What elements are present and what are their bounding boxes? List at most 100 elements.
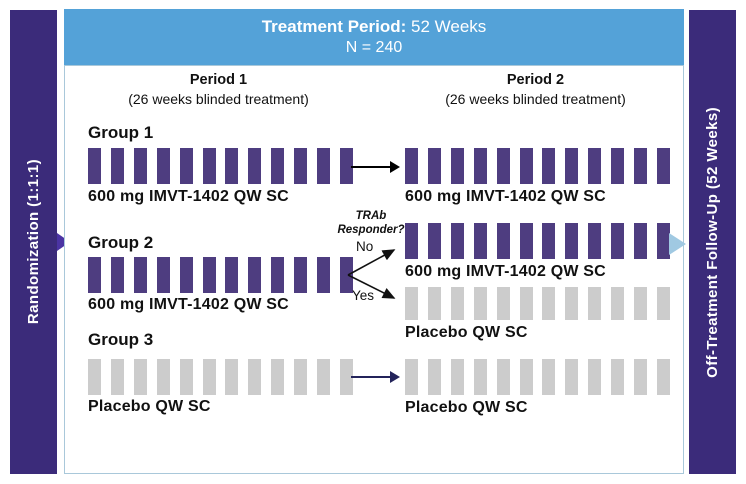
dose-bar <box>271 359 285 395</box>
dose-bar <box>317 359 331 395</box>
dose-bar <box>294 257 308 293</box>
dose-bar <box>450 287 464 320</box>
dose-bar <box>473 148 487 184</box>
dose-bar <box>271 148 285 184</box>
dose-bar <box>565 223 579 259</box>
dose-bar <box>405 287 418 320</box>
dose-bar <box>656 148 670 184</box>
group-1-continuation-arrow-icon <box>351 161 400 173</box>
dose-bar <box>634 287 648 320</box>
dose-bar <box>179 148 193 184</box>
dose-bar <box>405 223 418 259</box>
randomization-label: Randomization (1:1:1) <box>25 159 42 325</box>
dose-bar <box>88 257 101 293</box>
dose-bar <box>248 359 262 395</box>
dose-bar <box>634 148 648 184</box>
dose-bar <box>427 287 441 320</box>
trab-yes-label: Yes <box>352 288 375 303</box>
dose-bar <box>496 287 510 320</box>
dose-bar <box>405 148 418 184</box>
trab-no-label: No <box>356 239 374 254</box>
dose-bar <box>156 148 170 184</box>
dose-bar <box>202 257 216 293</box>
dose-bar <box>294 359 308 395</box>
dose-bar <box>611 148 625 184</box>
group-3-period-1-bars <box>88 359 353 395</box>
followup-label: Off-Treatment Follow-Up (52 Weeks) <box>704 106 721 378</box>
dose-bar <box>156 257 170 293</box>
group-2-period-1-label: 600 mg IMVT-1402 QW SC <box>88 296 289 313</box>
group-2-period-2-drug-label: 600 mg IMVT-1402 QW SC <box>405 263 606 280</box>
dose-bar <box>611 359 625 395</box>
dose-bar <box>427 359 441 395</box>
dose-bar <box>519 359 533 395</box>
dose-bar <box>496 223 510 259</box>
dose-bar <box>427 148 441 184</box>
dose-bar <box>450 148 464 184</box>
dose-bar <box>339 359 353 395</box>
dose-bar <box>611 223 625 259</box>
dose-bar <box>110 257 124 293</box>
dose-bar <box>519 148 533 184</box>
dose-bar <box>588 359 602 395</box>
dose-bar <box>202 359 216 395</box>
group-2-heading: Group 2 <box>88 233 154 252</box>
dose-bar <box>473 223 487 259</box>
followup-arrow-icon <box>669 233 686 255</box>
group-3-period-1-label: Placebo QW SC <box>88 398 211 415</box>
dose-bar <box>496 148 510 184</box>
dose-bar <box>248 257 262 293</box>
dose-bar <box>427 223 441 259</box>
dose-bar <box>133 148 147 184</box>
dose-bar <box>542 223 556 259</box>
period-2-header: Period 2 (26 weeks blinded treatment) <box>413 70 658 110</box>
dose-bar <box>588 148 602 184</box>
dose-bar <box>317 257 331 293</box>
dose-bar <box>634 223 648 259</box>
group-1-heading: Group 1 <box>88 123 154 142</box>
dose-bar <box>542 287 556 320</box>
dose-bar <box>179 359 193 395</box>
dose-bar <box>588 287 602 320</box>
randomization-bar: Randomization (1:1:1) <box>10 10 57 474</box>
trab-responder-question: TRAb Responder? <box>337 210 405 237</box>
dose-bar <box>248 148 262 184</box>
dose-bar <box>473 287 487 320</box>
dose-bar <box>294 148 308 184</box>
dose-bar <box>225 359 239 395</box>
dose-bar <box>339 257 353 293</box>
dose-bar <box>496 359 510 395</box>
dose-bar <box>611 287 625 320</box>
dose-bar <box>88 148 101 184</box>
dose-bar <box>202 148 216 184</box>
dose-bar <box>519 223 533 259</box>
period-1-title: Period 1 <box>189 72 248 88</box>
dose-bar <box>339 148 353 184</box>
period-1-header: Period 1 (26 weeks blinded treatment) <box>96 70 341 110</box>
dose-bar <box>542 148 556 184</box>
banner-n-count: N = 240 <box>345 38 403 56</box>
dose-bar <box>656 287 670 320</box>
group-1-period-1-label: 600 mg IMVT-1402 QW SC <box>88 188 289 205</box>
dose-bar <box>225 148 239 184</box>
dose-bar <box>156 359 170 395</box>
group-2-period-2-drug-bars <box>405 223 670 259</box>
group-1-period-2-bars <box>405 148 670 184</box>
group-1-period-1-bars <box>88 148 353 184</box>
group-1-period-2-label: 600 mg IMVT-1402 QW SC <box>405 188 606 205</box>
banner-title: Treatment Period: 52 Weeks <box>64 16 684 38</box>
dose-bar <box>588 223 602 259</box>
dose-bar <box>88 359 101 395</box>
dose-bar <box>405 359 418 395</box>
banner-title-value: 52 Weeks <box>406 16 487 36</box>
dose-bar <box>634 359 648 395</box>
dose-bar <box>565 148 579 184</box>
group-2-period-2-placebo-label: Placebo QW SC <box>405 324 528 341</box>
group-2-period-1-bars <box>88 257 353 293</box>
dose-bar <box>473 359 487 395</box>
dose-bar <box>271 257 285 293</box>
group-3-continuation-arrow-icon <box>351 371 400 383</box>
dose-bar <box>133 257 147 293</box>
dose-bar <box>519 287 533 320</box>
